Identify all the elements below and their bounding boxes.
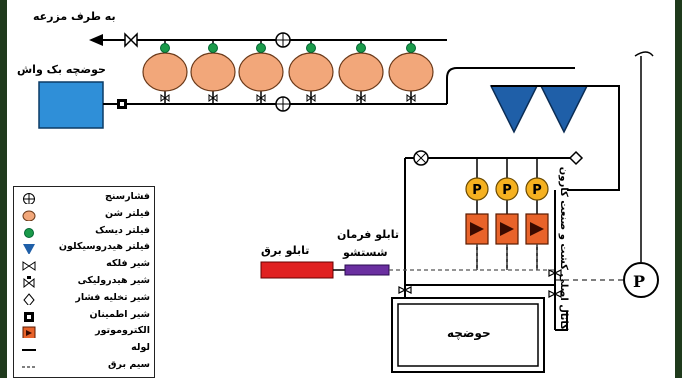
legend-label: شیر فلکه xyxy=(106,258,150,269)
pump-letter: P xyxy=(502,183,512,198)
disk-filter-icon xyxy=(257,44,266,53)
legend-label: فشارسنج xyxy=(105,191,150,202)
legend-item: فیلتر شن xyxy=(14,208,154,222)
sand-filter-icon xyxy=(143,53,187,91)
electric-panel-label: تابلو برق xyxy=(261,244,309,257)
sand-filter-icon xyxy=(339,53,383,91)
gate-valve-icon xyxy=(125,34,137,46)
legend-item: شیر فلکه xyxy=(14,258,154,272)
control-panel-sub-label: شستشو xyxy=(343,246,388,259)
pressure-gauge-icon xyxy=(276,97,290,111)
legend-label: شیر اطمینان xyxy=(90,309,150,320)
disk-filter-icon xyxy=(22,226,36,238)
control-panel xyxy=(345,265,389,275)
hydraulic-valve-icon xyxy=(22,276,36,288)
legend-item: لوله xyxy=(14,342,154,356)
hydrocyclone-filter-icon xyxy=(541,86,587,132)
to-farm-label: به طرف مزرعه xyxy=(33,10,116,23)
hydrocyclone-filter-icon xyxy=(22,242,36,254)
electric-panel xyxy=(261,262,333,278)
legend-item: شیر تخلیه فشار xyxy=(14,292,154,306)
disk-filter-icon xyxy=(209,44,218,53)
sand-filter-icon xyxy=(289,53,333,91)
legend-label: سیم برق xyxy=(108,359,150,370)
sand-filter-icon xyxy=(239,53,283,91)
legend: فشارسنج فیلتر شن فیلتر دیسک فیلتر هیدروسیکل… xyxy=(13,186,155,378)
legend-item: شیر هیدرولیکی xyxy=(14,275,154,289)
electromotor-icon xyxy=(22,326,36,338)
control-panel-label: تابلو فرمان xyxy=(337,228,399,241)
check-valve-icon xyxy=(22,310,36,322)
disk-filter-icon xyxy=(357,44,366,53)
backwash-tank-label: حوضچه بک واش xyxy=(17,63,106,76)
sand-filter-icon xyxy=(389,53,433,91)
legend-label: الکتروموتور xyxy=(95,325,150,336)
legend-item: سیم برق xyxy=(14,359,154,373)
legend-label: لوله xyxy=(131,342,150,353)
tank-label: حوضچه xyxy=(447,326,491,340)
legend-label: شیر هیدرولیکی xyxy=(78,275,150,286)
main-canal-label: کانال اصلی کشت و صنعت کارون xyxy=(558,150,569,330)
canal-bend xyxy=(635,52,653,56)
pressure-gauge-icon xyxy=(414,151,428,165)
disk-filter-icon xyxy=(161,44,170,53)
disk-filter-icon xyxy=(407,44,416,53)
legend-label: فیلتر دیسک xyxy=(95,225,150,236)
sand-filter-icon xyxy=(191,53,235,91)
pump-letter: P xyxy=(532,183,542,198)
flow-arrow-icon xyxy=(89,34,103,46)
legend-item: فیلتر دیسک xyxy=(14,225,154,239)
disk-filter-icon xyxy=(307,44,316,53)
legend-item: فشارسنج xyxy=(14,191,154,205)
pressure-relief-valve-icon xyxy=(22,293,36,305)
pump-letter: P xyxy=(472,183,482,198)
gate-valve-icon xyxy=(22,259,36,271)
pressure-gauge-icon xyxy=(276,33,290,47)
backwash-tank xyxy=(39,82,103,128)
hydrocyclone-filter-icon xyxy=(491,86,537,132)
power-cable-icon xyxy=(22,360,36,372)
main-pump-letter: P xyxy=(633,272,645,291)
sand-filter-icon xyxy=(22,209,36,221)
legend-label: فیلتر هیدروسیکلون xyxy=(59,241,150,252)
pressure-relief-valve-icon xyxy=(570,152,582,164)
legend-label: شیر تخلیه فشار xyxy=(75,292,150,303)
legend-label: فیلتر شن xyxy=(105,208,150,219)
legend-item: فیلتر هیدروسیکلون xyxy=(14,241,154,255)
check-valve-center xyxy=(120,102,124,106)
legend-item: الکتروموتور xyxy=(14,325,154,339)
pressure-gauge-icon xyxy=(22,192,36,204)
pipe-icon xyxy=(22,343,36,355)
legend-item: شیر اطمینان xyxy=(14,309,154,323)
